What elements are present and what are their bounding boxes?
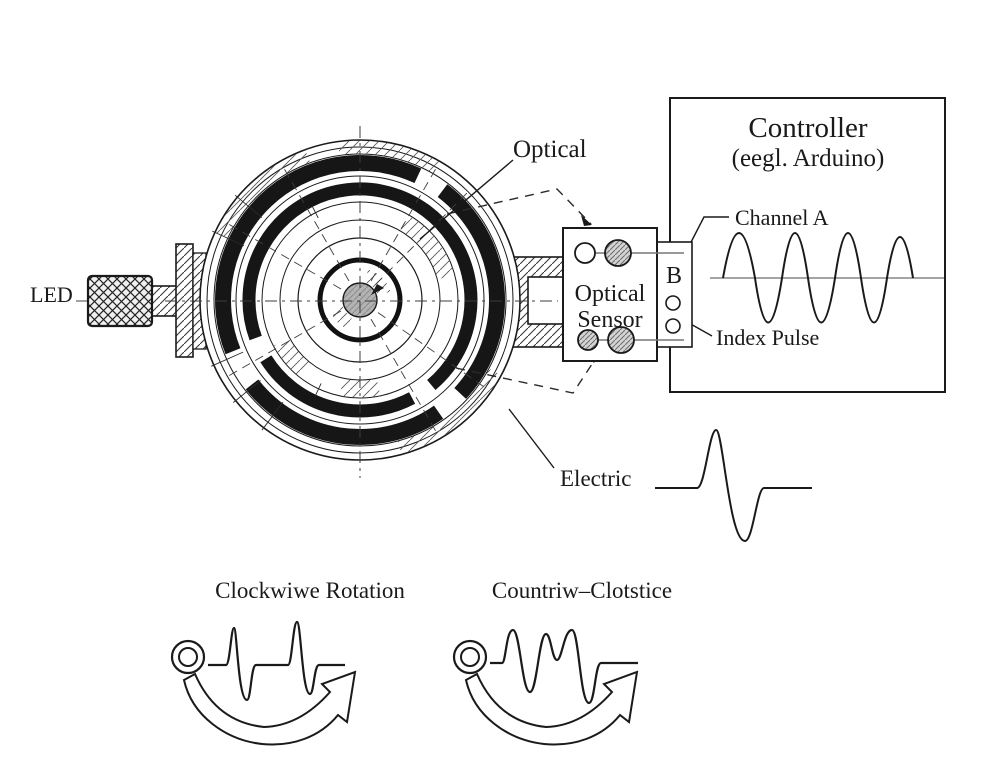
clockwise-rotation-label: Clockwiwe Rotation [215,578,405,603]
led-assembly: LED [30,243,207,358]
beam-arrowhead-top-icon [581,215,592,226]
controller-title: Controller [748,112,868,144]
channel-a-label: Channel A [735,205,829,230]
controller-box: Controller (eegl. Arduino) Channel A Ind… [669,97,946,393]
counter-rotation-glyph [452,628,639,746]
connector-pin-icon [665,295,681,311]
controller-outline [669,97,946,393]
emitter-icon [574,242,596,264]
led-label: LED [30,282,73,307]
emitter-icon [577,329,599,351]
code-track-inner [242,182,478,418]
optical-pointer-line [419,159,514,240]
detector-icon [607,326,635,354]
led-knurled-knob-icon [86,274,154,328]
electric-pointer-line [508,408,555,469]
index-mark-icon [452,639,488,675]
encoder-disk-icon [165,126,558,478]
channel-a-sine-wave-icon [722,232,914,324]
sensor-label-line1: Optical [575,281,646,307]
sensor-label-line2: Sensor [577,307,642,333]
index-mark-icon [170,639,206,675]
electric-label: Electric [560,466,632,491]
controller-subtitle: (eegl. Arduino) [732,145,885,172]
index-ring-sectors [273,215,455,398]
counter-clockwise-arrow-icon [464,670,639,746]
connector-pin-icon [665,318,681,334]
index-pulse-label: Index Pulse [716,325,819,350]
counter-rotation-label: Countriw–Clotstice [492,578,672,603]
tick-marks [210,194,322,431]
outer-band-hatch [215,150,311,239]
connector-b-box: B [655,241,693,348]
optical-sensor-box: Optical Sensor [562,227,684,362]
clockwise-pulse-wave-icon [208,620,345,702]
counter-pulse-wave-icon [490,628,638,705]
optical-callout: Optical [419,136,587,240]
radial-spokes [228,168,485,432]
connector-b-label: B [666,263,682,289]
detector-icon [604,239,632,267]
electric-callout: Electric [508,408,812,543]
hub-arrow-icon [371,284,384,295]
clockwise-arrow-icon [182,670,357,746]
index-pulse-wave-icon [655,428,812,543]
optical-label: Optical [513,136,587,163]
clockwise-rotation-glyph [170,620,357,746]
rotation-diagrams: Clockwiwe Rotation Countriw–Clotstice [170,578,672,746]
code-track-outer [215,154,505,446]
channel-a-pointer-line [687,216,729,249]
